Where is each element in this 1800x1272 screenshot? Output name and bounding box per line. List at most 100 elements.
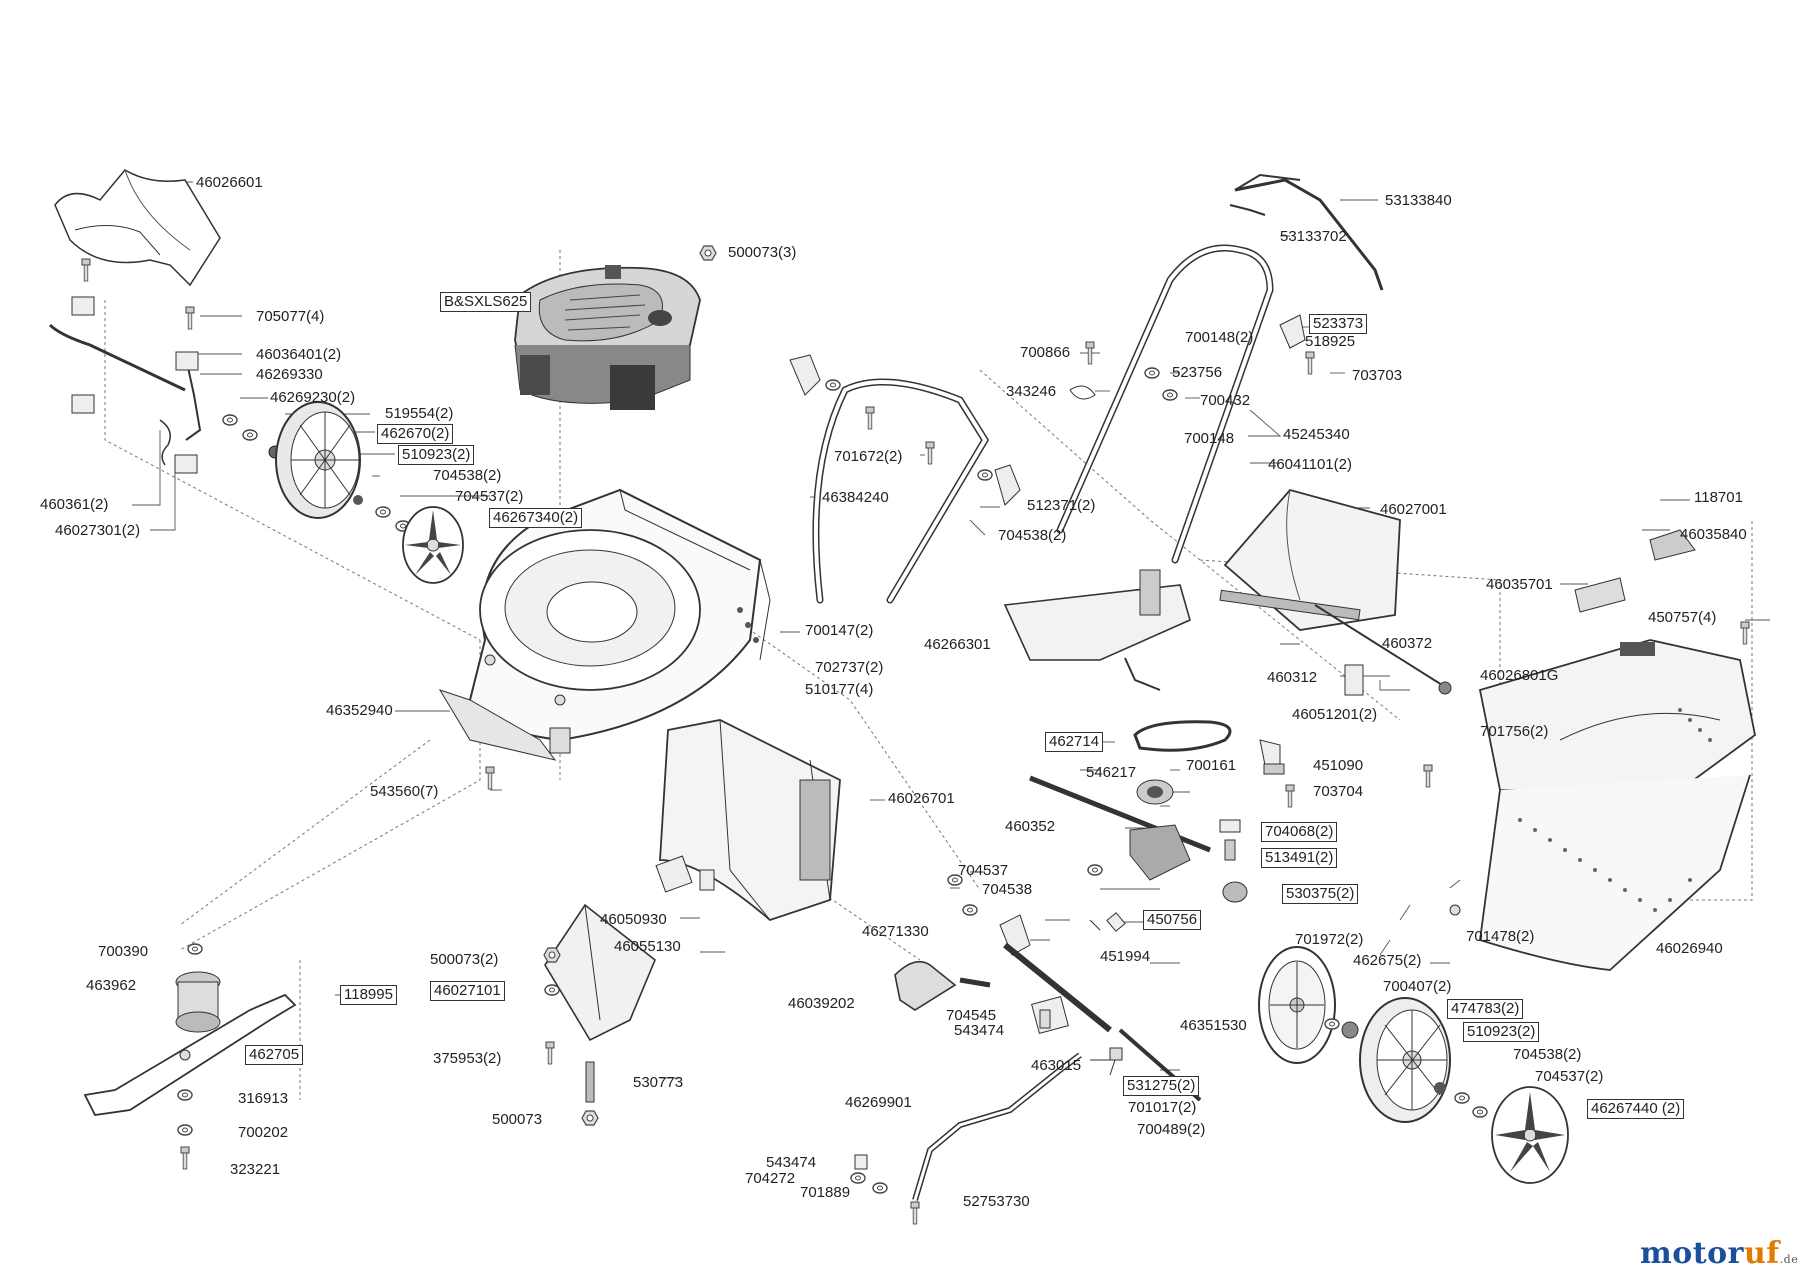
part-label-701889: 701889 <box>800 1184 851 1201</box>
part-label-46039202: 46039202 <box>788 995 855 1012</box>
part-label-700432: 700432 <box>1200 392 1251 409</box>
part-label-704538-2-right: 704538(2) <box>1513 1046 1582 1063</box>
part-label-46352940: 46352940 <box>326 702 393 719</box>
logo-suffix: .de <box>1779 1253 1799 1266</box>
part-label-513491-2: 513491(2) <box>1261 848 1338 868</box>
part-label-460312: 460312 <box>1267 669 1318 686</box>
part-label-343246: 343246 <box>1006 383 1057 400</box>
part-label-543560-7: 543560(7) <box>370 783 439 800</box>
part-label-701972-2: 701972(2) <box>1295 931 1364 948</box>
part-label-450757-4: 450757(4) <box>1648 609 1717 626</box>
part-label-53133840: 53133840 <box>1385 192 1452 209</box>
part-label-45245340: 45245340 <box>1283 426 1350 443</box>
part-label-46035701: 46035701 <box>1486 576 1553 593</box>
part-label-46026801G: 46026801G <box>1480 667 1559 684</box>
part-label-375953-2: 375953(2) <box>433 1050 502 1067</box>
part-label-512371-2: 512371(2) <box>1027 497 1096 514</box>
part-label-543474-top: 543474 <box>954 1022 1005 1039</box>
part-label-700148: 700148 <box>1184 430 1235 447</box>
part-label-705077-4: 705077(4) <box>256 308 325 325</box>
part-label-510923-2-left: 510923(2) <box>398 445 475 465</box>
part-label-700407-2: 700407(2) <box>1383 978 1452 995</box>
part-label-700390: 700390 <box>98 943 149 960</box>
part-label-704538: 704538 <box>982 881 1033 898</box>
part-label-451994: 451994 <box>1100 948 1151 965</box>
part-label-46269230-2: 46269230(2) <box>270 389 356 406</box>
part-label-46271330: 46271330 <box>862 923 929 940</box>
part-label-460372: 460372 <box>1382 635 1433 652</box>
part-label-704538-2-left: 704538(2) <box>433 467 502 484</box>
part-label-701017-2: 701017(2) <box>1128 1099 1197 1116</box>
part-label-531275-2: 531275(2) <box>1123 1076 1200 1096</box>
motoruf-logo: motoruf.de <box>1640 1236 1798 1271</box>
part-label-46027001: 46027001 <box>1380 501 1447 518</box>
part-label-engine: B&SXLS625 <box>440 292 532 312</box>
part-label-704537-2-right: 704537(2) <box>1535 1068 1604 1085</box>
part-label-46036401-2: 46036401(2) <box>256 346 342 363</box>
part-label-523756: 523756 <box>1172 364 1223 381</box>
part-label-52753730: 52753730 <box>963 1193 1030 1210</box>
part-label-46269330: 46269330 <box>256 366 323 383</box>
part-label-546217: 546217 <box>1086 764 1137 781</box>
part-label-701756-2: 701756(2) <box>1480 723 1549 740</box>
part-label-462714: 462714 <box>1045 732 1104 752</box>
part-label-474783-2: 474783(2) <box>1447 999 1524 1019</box>
part-label-46266301: 46266301 <box>924 636 991 653</box>
part-label-46269901: 46269901 <box>845 1094 912 1111</box>
part-label-701478-2: 701478(2) <box>1466 928 1535 945</box>
part-label-46027301-2: 46027301(2) <box>55 522 141 539</box>
part-label-704537: 704537 <box>958 862 1009 879</box>
part-label-519554-2: 519554(2) <box>385 405 454 422</box>
part-label-500073-3: 500073(3) <box>728 244 797 261</box>
part-label-46050930: 46050930 <box>600 911 667 928</box>
part-label-118995: 118995 <box>340 985 397 1005</box>
part-label-460352: 460352 <box>1005 818 1056 835</box>
part-label-500073-2: 500073(2) <box>430 951 499 968</box>
part-label-703704: 703704 <box>1313 783 1364 800</box>
part-label-700148-2: 700148(2) <box>1185 329 1254 346</box>
part-label-46384240: 46384240 <box>822 489 889 506</box>
part-label-704538-2-mid: 704538(2) <box>998 527 1067 544</box>
part-label-462670-2: 462670(2) <box>377 424 454 444</box>
part-label-462705: 462705 <box>245 1045 304 1065</box>
part-label-460361-2: 460361(2) <box>40 496 109 513</box>
part-label-46267340-2: 46267340(2) <box>489 508 583 528</box>
part-label-530773: 530773 <box>633 1074 684 1091</box>
part-label-543474-bottom: 543474 <box>766 1154 817 1171</box>
part-label-700147-2: 700147(2) <box>805 622 874 639</box>
part-label-700866: 700866 <box>1020 344 1071 361</box>
part-label-704272: 704272 <box>745 1170 796 1187</box>
logo-text: motoruf <box>1640 1236 1780 1271</box>
part-label-700161: 700161 <box>1186 757 1237 774</box>
part-label-510177-4: 510177(4) <box>805 681 874 698</box>
part-label-702737-2: 702737(2) <box>815 659 884 676</box>
part-label-700489-2: 700489(2) <box>1137 1121 1206 1138</box>
part-label-46267440-2: 46267440 (2) <box>1587 1099 1685 1119</box>
part-label-701672-2: 701672(2) <box>834 448 903 465</box>
part-label-704537-2-left: 704537(2) <box>455 488 524 505</box>
part-label-530375-2: 530375(2) <box>1282 884 1359 904</box>
part-label-53133702: 53133702 <box>1280 228 1347 245</box>
part-label-46035840: 46035840 <box>1680 526 1747 543</box>
part-label-46041101-2: 46041101(2) <box>1268 456 1352 473</box>
part-label-46051201-2: 46051201(2) <box>1292 706 1378 723</box>
part-label-46055130: 46055130 <box>614 938 681 955</box>
part-label-704545: 704545 <box>946 1007 997 1024</box>
part-label-704068-2: 704068(2) <box>1261 822 1338 842</box>
part-label-523373: 523373 <box>1309 314 1368 334</box>
part-label-510923-2-right: 510923(2) <box>1463 1022 1540 1042</box>
part-label-500073: 500073 <box>492 1111 543 1128</box>
part-label-316913: 316913 <box>238 1090 289 1107</box>
part-label-450756: 450756 <box>1143 910 1202 930</box>
part-label-462675-2: 462675(2) <box>1353 952 1422 969</box>
part-label-46351530: 46351530 <box>1180 1017 1247 1034</box>
part-label-451090: 451090 <box>1313 757 1364 774</box>
part-label-46026601: 46026601 <box>196 174 263 191</box>
part-label-463962: 463962 <box>86 977 137 994</box>
part-label-46027101: 46027101 <box>430 981 505 1001</box>
part-label-703703: 703703 <box>1352 367 1403 384</box>
part-label-463015: 463015 <box>1031 1057 1082 1074</box>
part-label-700202: 700202 <box>238 1124 289 1141</box>
